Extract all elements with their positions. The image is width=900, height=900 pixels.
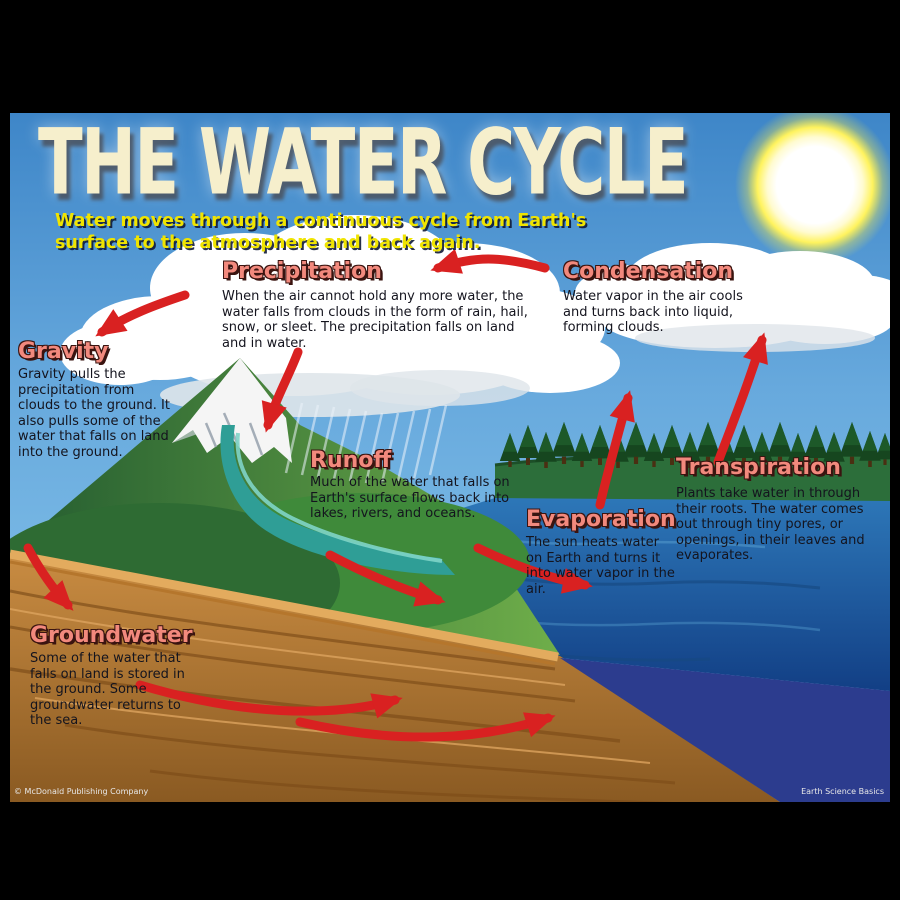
- sun-icon: [735, 113, 890, 265]
- arrow-groundwater-flow-2: [295, 712, 556, 742]
- section-condensation-label: Condensation: [563, 259, 734, 284]
- section-gravity-text: Gravity pulls the precipitation from clo…: [18, 367, 170, 460]
- section-precipitation-text: When the air cannot hold any more water,…: [222, 289, 528, 351]
- section-evaporation-text: The sun heats water on Earth and turns i…: [526, 535, 675, 597]
- poster-subtitle: Water moves through a continuous cycle f…: [55, 211, 587, 253]
- forest-shore: [494, 422, 890, 505]
- section-runoff-label: Runoff: [310, 448, 392, 473]
- rain-streaks: [284, 402, 448, 484]
- arrow-evaporation-rise: [595, 390, 635, 510]
- arrow-runoff-in-sea: [473, 543, 593, 594]
- snow-cap: [172, 358, 292, 463]
- section-gravity-label: Gravity: [18, 339, 109, 364]
- section-precipitation-label: Precipitation: [222, 259, 382, 284]
- arrow-gravity-precipitation: [95, 290, 190, 337]
- river: [220, 425, 455, 575]
- arrow-transpiration-rise: [713, 332, 768, 467]
- cloud-right: [575, 243, 890, 352]
- section-evaporation-label: Evaporation: [526, 507, 676, 532]
- arrow-precipitation-fall: [261, 347, 303, 433]
- section-condensation-text: Water vapor in the air cools and turns b…: [563, 289, 743, 336]
- sea-front-face: [560, 658, 890, 802]
- series-title: Earth Science Basics: [801, 787, 884, 796]
- water-cycle-scene: [10, 113, 890, 802]
- water-cycle-poster: THE WATER CYCLE Water moves through a co…: [10, 113, 890, 802]
- page-title: THE WATER CYCLE: [38, 113, 689, 216]
- section-groundwater-text: Some of the water that falls on land is …: [30, 651, 185, 729]
- section-transpiration-label: Transpiration: [676, 455, 841, 480]
- section-runoff-text: Much of the water that falls on Earth's …: [310, 475, 510, 522]
- soil-cross-section: [10, 549, 780, 802]
- arrow-gravity-into-ground: [23, 543, 74, 611]
- publisher-credit: © McDonald Publishing Company: [14, 787, 149, 796]
- arrow-runoff-to-sea: [325, 550, 446, 607]
- arrow-groundwater-flow-1: [135, 680, 403, 719]
- arrow-condensation-to-cloud: [430, 248, 550, 274]
- section-groundwater-label: Groundwater: [30, 623, 193, 648]
- section-transpiration-text: Plants take water in through their roots…: [676, 486, 865, 564]
